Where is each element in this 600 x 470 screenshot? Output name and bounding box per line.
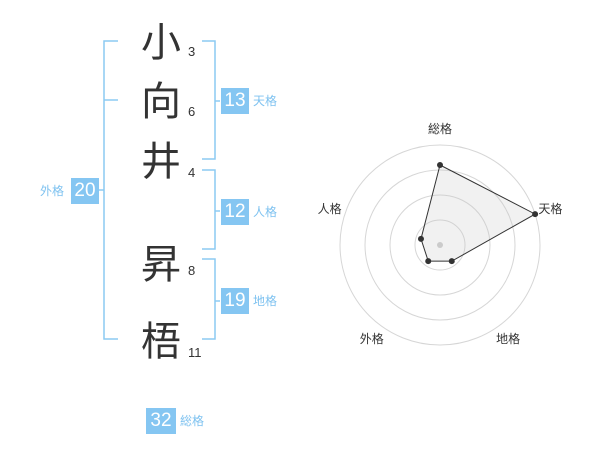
soukaku-label: 総格: [180, 414, 205, 428]
radar-point-5: [417, 235, 424, 242]
chikaku-label: 地格: [253, 294, 278, 308]
radar-ring-2: [389, 194, 491, 296]
name-char-2: 向: [141, 79, 181, 125]
tenkaku-value: 13: [221, 88, 249, 114]
tenkaku-label: 天格: [253, 94, 278, 108]
gaikaku-label: 外格: [40, 184, 65, 198]
radar-axis-label-2: 天格: [538, 201, 562, 216]
gaikaku-value: 20: [71, 178, 99, 204]
radar-axis-label-5: 人格: [318, 201, 342, 216]
radar-point-2: [532, 211, 539, 218]
name-char-3: 井: [141, 139, 181, 185]
name-char-5: 梧: [141, 319, 181, 365]
jinkaku-value: 12: [221, 199, 249, 225]
jinkaku-bracket: [202, 169, 216, 250]
chikaku-bracket: [202, 258, 216, 340]
stroke-count-5: 11: [188, 345, 202, 360]
radar-ring-4: [339, 144, 541, 346]
stroke-count-4: 8: [188, 263, 196, 278]
radar-series-area: [420, 164, 537, 262]
radar-axis-label-4: 外格: [360, 331, 384, 346]
radar-axis-label-3: 地格: [496, 331, 520, 346]
stroke-count-1: 3: [188, 44, 196, 59]
soukaku-value: 32: [146, 408, 176, 434]
bracket-lines: [98, 40, 220, 340]
name-char-1: 小: [141, 20, 181, 66]
radar-point-1: [437, 162, 443, 168]
radar-point-4: [425, 258, 432, 265]
radar-point-3: [448, 258, 455, 265]
stroke-count-3: 4: [188, 165, 196, 180]
radar-axis-label-1: 総格: [428, 121, 452, 136]
radar-center: [437, 242, 443, 248]
tenkaku-bracket: [202, 40, 216, 160]
jinkaku-label: 人格: [253, 205, 278, 219]
radar-ring-3: [364, 169, 516, 321]
chikaku-value: 19: [221, 288, 249, 314]
gaikaku-bracket: [103, 40, 118, 340]
name-char-4: 昇: [141, 242, 181, 288]
stroke-count-2: 6: [188, 104, 196, 119]
radar-ring-1: [414, 219, 466, 271]
